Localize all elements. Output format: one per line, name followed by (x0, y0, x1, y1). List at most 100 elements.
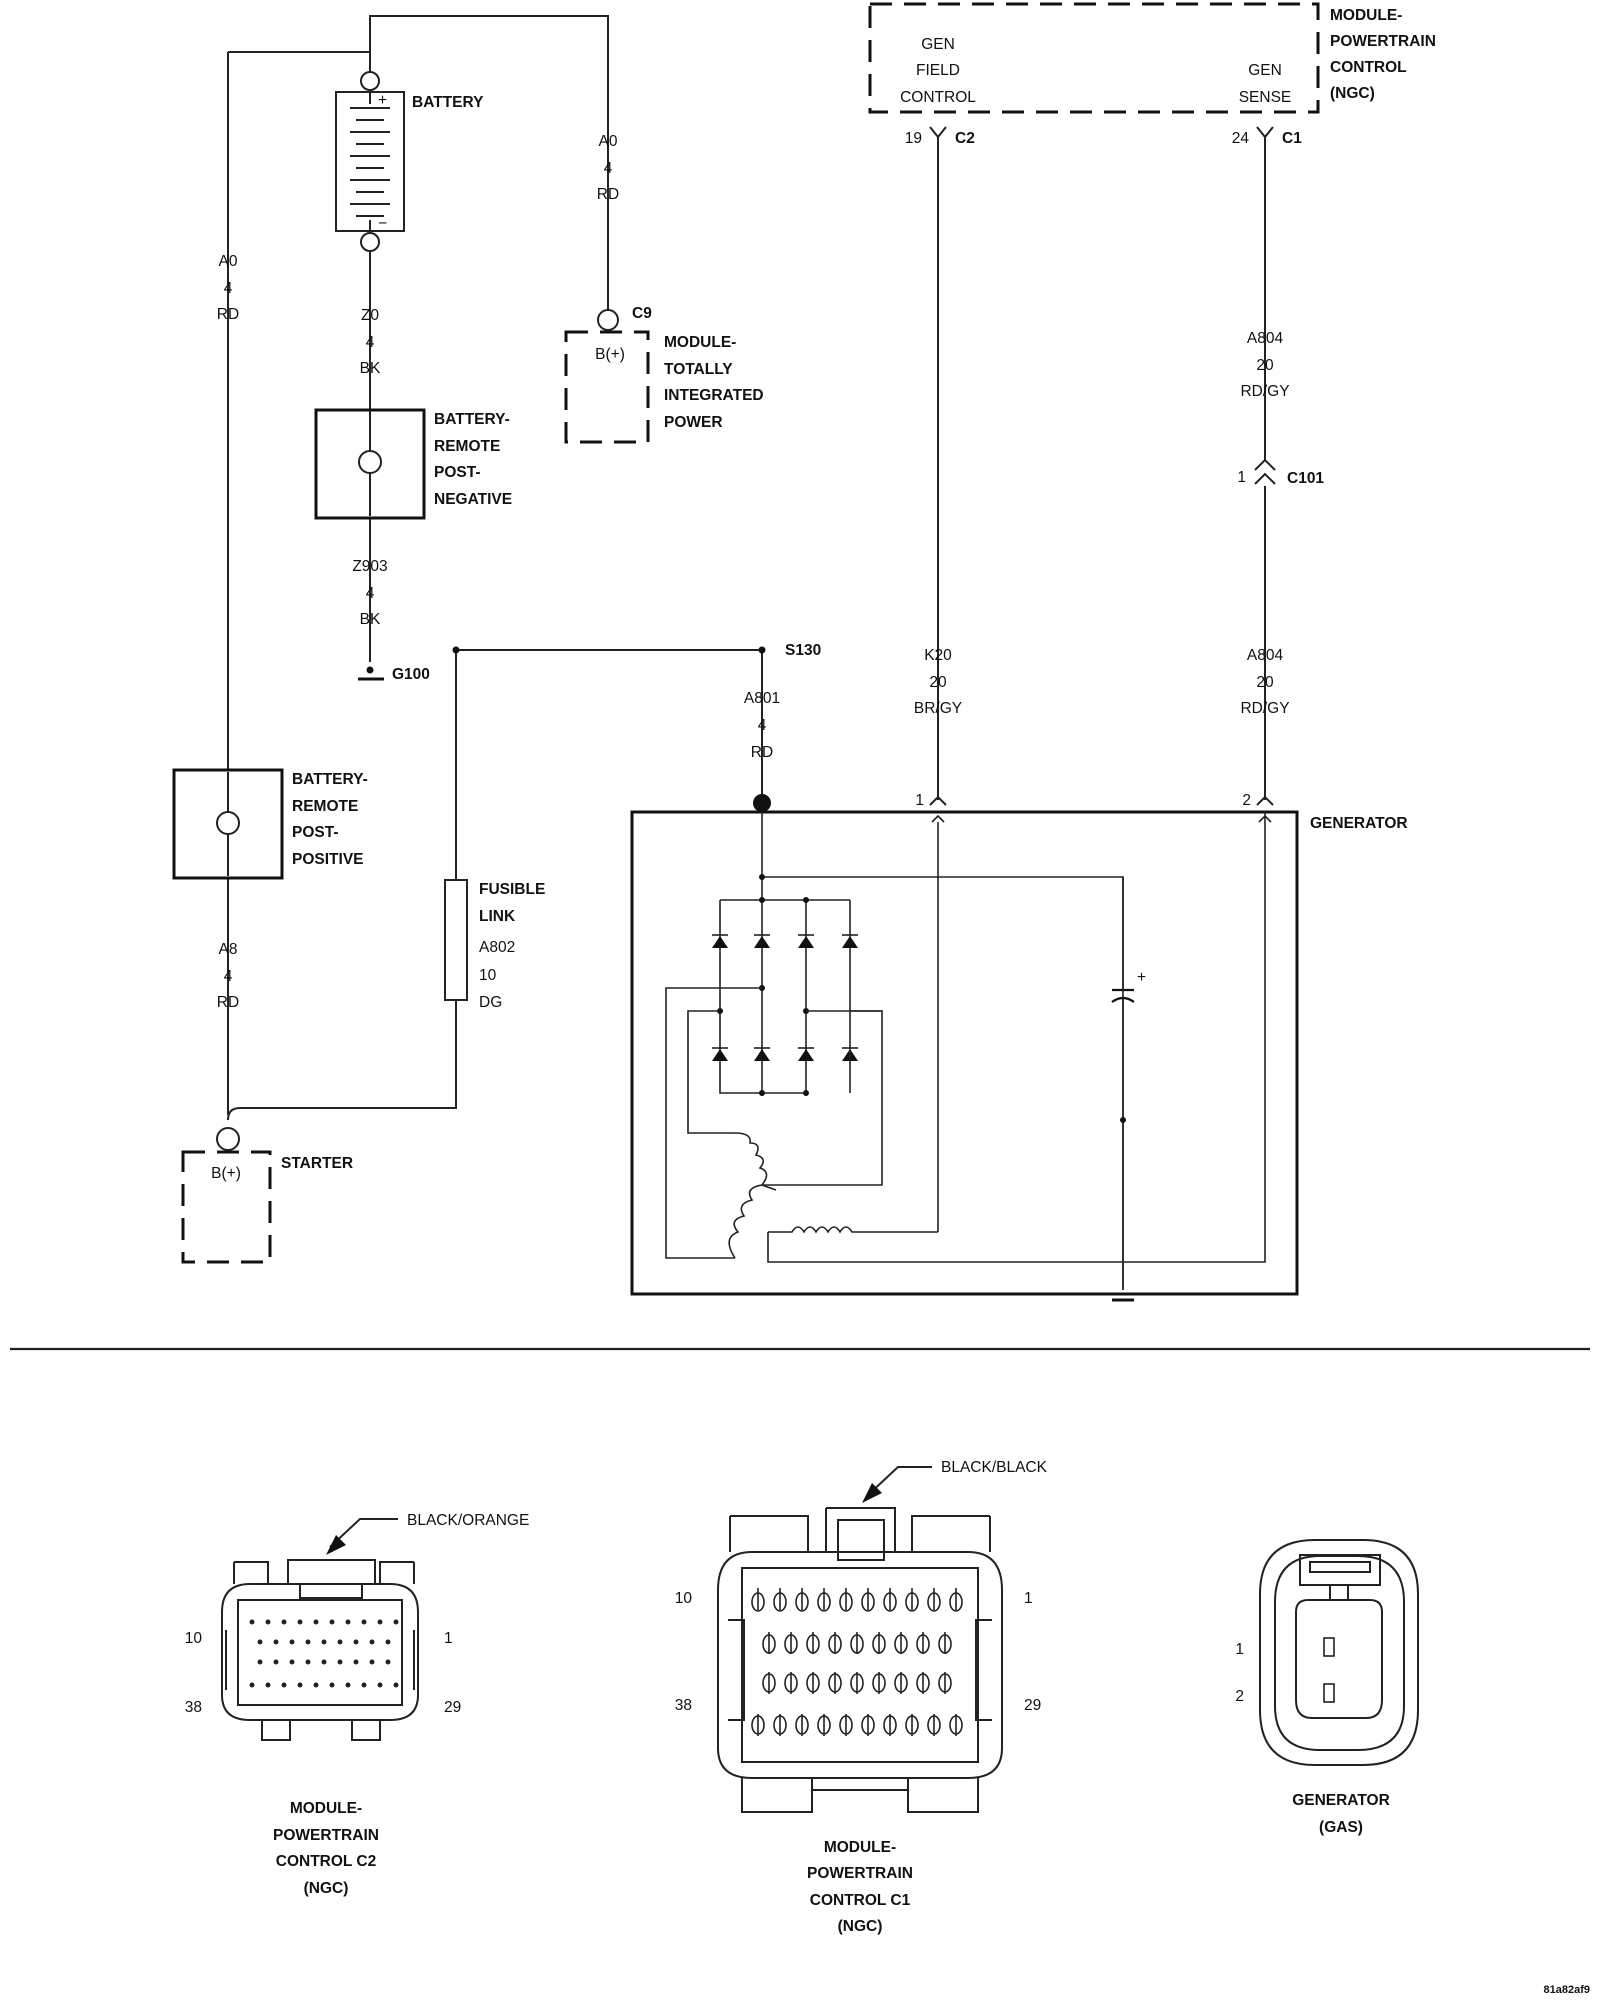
tipm-module: C9 B(+) MODULE- TOTALLY INTEGRATED POWER (564, 305, 764, 444)
wire-label-z0: Z0 4 BK (360, 307, 381, 377)
svg-text:POWERTRAIN: POWERTRAIN (273, 1827, 379, 1844)
c101-label: C101 (1287, 470, 1324, 487)
wire-a0-right (369, 15, 609, 310)
c2-pin-grid (249, 1619, 399, 1688)
battery-label: BATTERY (412, 94, 484, 111)
svg-text:4: 4 (366, 334, 375, 351)
svg-text:REMOTE: REMOTE (434, 438, 500, 455)
svg-text:4: 4 (758, 717, 767, 734)
svg-text:(GAS): (GAS) (1319, 1819, 1363, 1836)
svg-text:BR/GY: BR/GY (914, 700, 962, 717)
battery-plus-sign: + (378, 92, 387, 109)
c2-callout: BLACK/ORANGE (407, 1512, 529, 1529)
ground-label: G100 (392, 666, 430, 683)
pcm-label-2: POWERTRAIN (1330, 33, 1436, 50)
wire-label-k20: K20 20 BR/GY (914, 647, 962, 717)
svg-text:RD: RD (751, 744, 773, 761)
c1-pin-number: 24 (1232, 130, 1250, 147)
svg-text:4: 4 (224, 968, 233, 985)
svg-text:4: 4 (224, 280, 233, 297)
pcm-c1-pin: 24 C1 (1232, 126, 1302, 147)
gen-sense-label-1: GEN (1248, 62, 1282, 79)
connector-view-pcm-c1: BLACK/BLACK 10 1 38 29 MODULE- POWER (675, 1459, 1048, 1935)
wire-label-a804-bottom: A804 20 RD/GY (1240, 647, 1289, 717)
c1-pin-grid (751, 1588, 963, 1736)
c1-connector-label: C1 (1282, 130, 1302, 147)
gen-field-label-2: FIELD (916, 62, 960, 79)
svg-text:NEGATIVE: NEGATIVE (434, 491, 512, 508)
svg-text:20: 20 (1256, 357, 1274, 374)
wire-fusible-link (227, 649, 762, 1121)
svg-text:BK: BK (360, 360, 381, 377)
svg-text:RD/GY: RD/GY (1240, 700, 1289, 717)
rectifier-diodes (712, 874, 858, 1096)
svg-text:20: 20 (929, 674, 947, 691)
generator-label: GENERATOR (1310, 815, 1408, 832)
stator-windings (728, 1132, 777, 1259)
starter-label: STARTER (281, 1155, 353, 1172)
generator-pin-2: 2 (1242, 792, 1251, 809)
svg-text:BATTERY-: BATTERY- (434, 411, 510, 428)
svg-text:LINK: LINK (479, 908, 516, 925)
svg-text:2: 2 (1235, 1688, 1244, 1705)
svg-text:INTEGRATED: INTEGRATED (664, 387, 764, 404)
wire-label-a0-left: A0 4 RD (217, 253, 239, 323)
svg-text:RD: RD (217, 306, 239, 323)
svg-text:BK: BK (360, 611, 381, 628)
svg-text:RD/GY: RD/GY (1240, 383, 1289, 400)
starter-pin-label: B(+) (211, 1165, 241, 1182)
svg-text:RD: RD (597, 186, 619, 203)
capacitor: + (1111, 877, 1146, 1302)
svg-text:MODULE-: MODULE- (664, 334, 736, 351)
svg-text:1: 1 (1235, 1641, 1244, 1658)
splice-label: S130 (785, 642, 821, 659)
battery-remote-post-negative: BATTERY- REMOTE POST- NEGATIVE (314, 408, 512, 520)
ground-g100: G100 (358, 640, 430, 683)
svg-text:MODULE-: MODULE- (290, 1800, 362, 1817)
svg-text:DG: DG (479, 994, 502, 1011)
c101-pin: 1 (1237, 469, 1246, 486)
wire-label-a804-top: A804 20 RD/GY (1240, 330, 1289, 400)
svg-text:A801: A801 (744, 690, 780, 707)
pcm-module: GEN FIELD CONTROL GEN SENSE MODULE- POWE… (868, 2, 1436, 114)
inline-connector-c101: 1 C101 (1237, 458, 1324, 487)
wire-label-z903: Z903 4 BK (352, 558, 387, 628)
svg-text:10: 10 (479, 967, 497, 984)
battery-minus-sign: − (378, 215, 387, 232)
connector-view-generator: 1 2 GENERATOR (GAS) (1235, 1539, 1419, 1836)
svg-text:FUSIBLE: FUSIBLE (479, 881, 545, 898)
generator: GENERATOR 1 2 (630, 792, 1408, 1302)
svg-text:A804: A804 (1247, 647, 1284, 664)
c2-pin-number: 19 (905, 130, 922, 147)
svg-text:MODULE-: MODULE- (824, 1839, 896, 1856)
svg-text:1: 1 (444, 1630, 453, 1647)
svg-text:POST-: POST- (434, 464, 481, 481)
svg-text:POSITIVE: POSITIVE (292, 851, 364, 868)
svg-text:(NGC): (NGC) (304, 1880, 349, 1897)
svg-text:POWERTRAIN: POWERTRAIN (807, 1865, 913, 1882)
pcm-label-4: (NGC) (1330, 85, 1375, 102)
svg-text:POST-: POST- (292, 824, 339, 841)
svg-text:38: 38 (185, 1699, 202, 1716)
svg-text:(NGC): (NGC) (838, 1918, 883, 1935)
tipm-pin-label: B(+) (595, 346, 625, 363)
svg-text:4: 4 (366, 585, 375, 602)
gen-sense-label-2: SENSE (1239, 89, 1292, 106)
gen-field-label-3: CONTROL (900, 89, 976, 106)
svg-text:1: 1 (1024, 1590, 1033, 1607)
svg-text:K20: K20 (924, 647, 952, 664)
svg-text:Z903: Z903 (352, 558, 387, 575)
splice-points: S130 (452, 642, 821, 659)
wire-label-a801: A801 4 RD (744, 690, 780, 761)
battery: + − BATTERY (335, 60, 484, 252)
wire-label-a0-right: A0 4 RD (597, 133, 619, 203)
figure-id: 81a82af9 (1544, 1984, 1591, 1996)
fusible-link: FUSIBLE LINK A802 10 DG (444, 879, 545, 1011)
svg-text:GENERATOR: GENERATOR (1292, 1792, 1390, 1809)
svg-text:29: 29 (1024, 1697, 1041, 1714)
gen-field-label-1: GEN (921, 36, 955, 53)
svg-text:TOTALLY: TOTALLY (664, 361, 733, 378)
pcm-c2-pin: 19 C2 (905, 126, 975, 147)
starter: B(+) STARTER (181, 1127, 353, 1264)
svg-text:REMOTE: REMOTE (292, 798, 358, 815)
